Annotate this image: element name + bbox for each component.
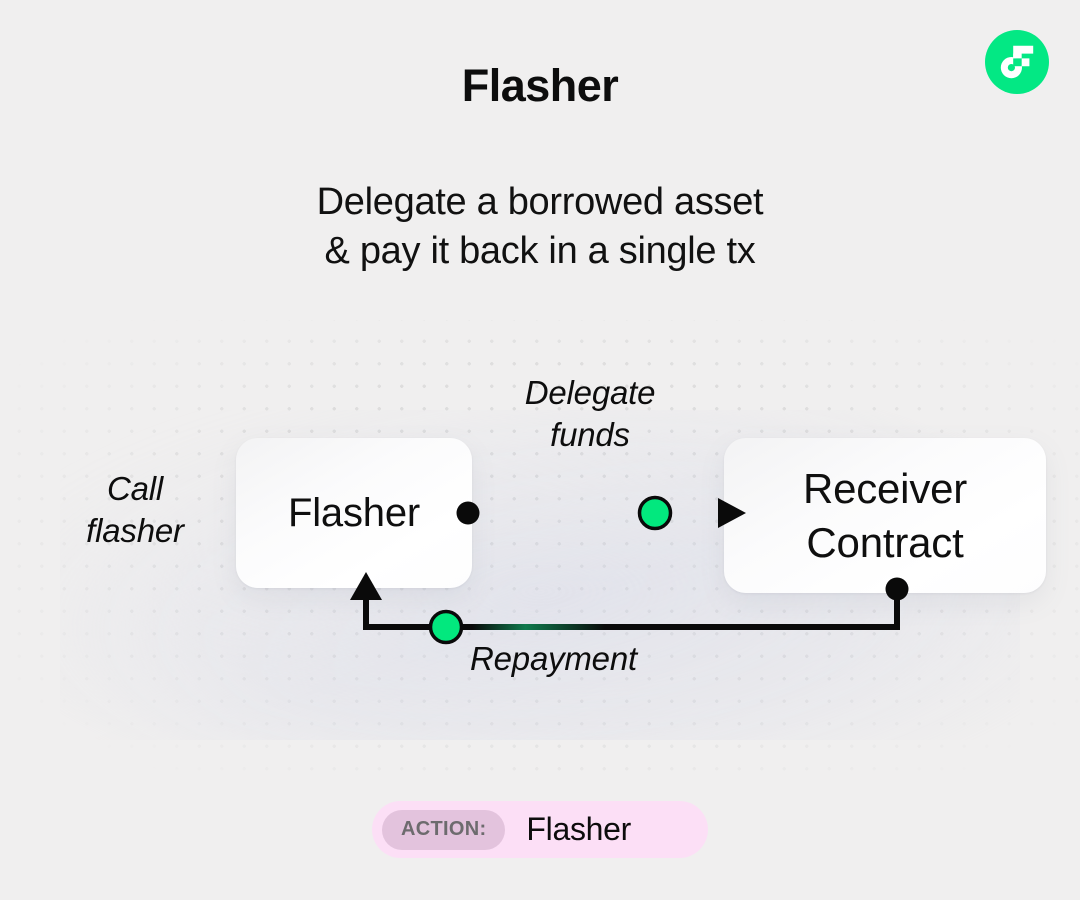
action-badge: ACTION: Flasher — [372, 801, 708, 858]
subtitle-line-1: Delegate a borrowed asset — [316, 181, 764, 223]
brand-logo — [985, 30, 1049, 94]
edge-label-delegate-funds: Delegate funds — [524, 374, 656, 453]
node-receiver-label-line-2: Contract — [806, 518, 964, 566]
edge-label-call-flasher: Call flasher — [86, 470, 184, 549]
node-receiver-contract: Receiver Contract — [724, 438, 1046, 593]
action-badge-key: ACTION: — [382, 809, 506, 850]
node-flasher-label: Flasher — [288, 491, 420, 535]
edge-label-repayment: Repayment — [470, 640, 637, 677]
node-receiver-label-line-1: Receiver — [802, 464, 968, 512]
page-subtitle: Delegate a borrowed asset & pay it back … — [0, 178, 1080, 276]
page-title: Flasher — [461, 60, 619, 111]
subtitle-line-2: & pay it back in a single tx — [324, 230, 756, 272]
action-badge-value: Flasher — [526, 811, 632, 847]
frax-f-logo-icon — [1000, 45, 1034, 79]
node-flasher: Flasher — [236, 438, 472, 588]
